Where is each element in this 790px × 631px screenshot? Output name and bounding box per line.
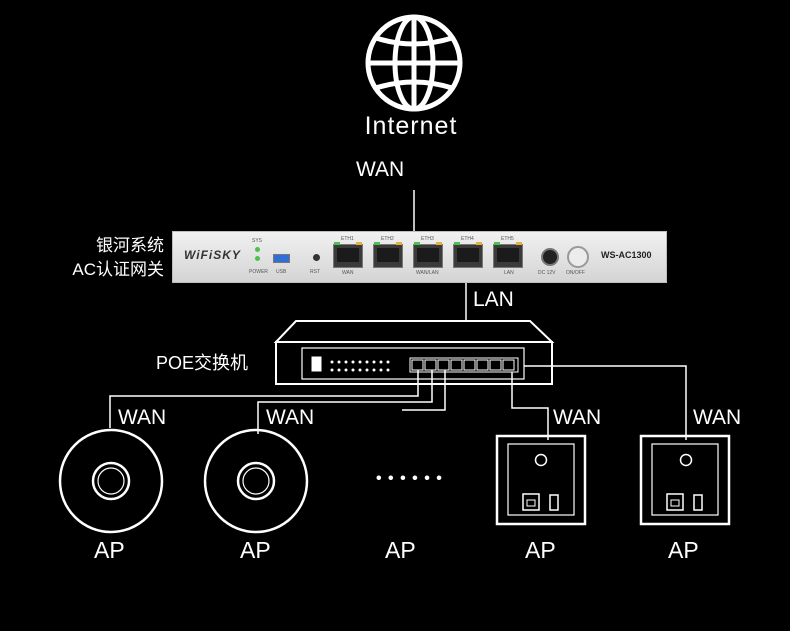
sys-label: SYS: [252, 238, 263, 244]
eth2-label: ETH2: [381, 236, 394, 242]
ap4-label: AP: [525, 537, 556, 563]
sys-led: [255, 247, 260, 252]
wan-uplink-label: WAN: [356, 158, 405, 181]
ceiling-ap-1: [58, 428, 164, 534]
internet-label: Internet: [364, 112, 458, 140]
ap3-label: AP: [385, 537, 416, 563]
dc-power-jack: [541, 248, 559, 266]
switch-ports: [411, 359, 515, 371]
eth3-port: [413, 242, 443, 268]
ap2-label: AP: [240, 537, 271, 563]
eth4-label: ETH4: [461, 236, 474, 242]
gateway-name: 银河系统 AC认证网关: [54, 234, 164, 282]
usb-port: [273, 254, 290, 263]
eth3-label: ETH3: [421, 236, 434, 242]
ap4-wan-label: WAN: [553, 406, 602, 429]
power-led: [255, 256, 260, 261]
ap5-label: AP: [668, 537, 699, 563]
eth2-port: [373, 242, 403, 268]
wanlan-port-caption: WAN/LAN: [416, 270, 439, 276]
rst-label: RST: [310, 269, 320, 275]
eth4-port: [453, 242, 483, 268]
poe-switch-label: POE交换机: [156, 353, 249, 373]
eth1-port: [333, 242, 363, 268]
more-aps-ellipsis: • • • • • •: [376, 470, 443, 487]
power-switch[interactable]: [567, 246, 589, 268]
router-brand: WiFiSKY: [184, 248, 241, 262]
router-model: WS-AC1300: [601, 250, 652, 260]
usb-label: USB: [276, 269, 287, 275]
ap5-wan-label: WAN: [693, 406, 742, 429]
gateway-name-line2: AC认证网关: [72, 260, 164, 279]
onoff-label: ON/OFF: [566, 270, 585, 276]
eth1-label: ETH1: [341, 236, 354, 242]
lan-port-caption: LAN: [504, 270, 514, 276]
ap-cables: [109, 365, 687, 440]
eth5-label: ETH5: [501, 236, 514, 242]
globe-icon: [365, 14, 463, 112]
wan-port-caption: WAN: [342, 270, 354, 276]
ap2-wan-label: WAN: [266, 406, 315, 429]
gateway-name-line1: 银河系统: [96, 236, 164, 255]
dc-label: DC 12V: [538, 270, 556, 276]
reset-button[interactable]: [313, 254, 320, 261]
lan-downlink-label: LAN: [473, 288, 514, 311]
power-label: POWER: [249, 269, 268, 275]
panel-ap-4: [495, 434, 587, 526]
ap1-label: AP: [94, 537, 125, 563]
ac-gateway-router: WiFiSKY SYS POWER USB RST ETH1 ETH2 ETH3…: [172, 231, 667, 283]
eth5-port: [493, 242, 523, 268]
ceiling-ap-2: [203, 428, 309, 534]
switch-status-leds: [330, 360, 390, 372]
panel-ap-5: [639, 434, 731, 526]
ap1-wan-label: WAN: [118, 406, 167, 429]
poe-switch: [273, 320, 555, 385]
